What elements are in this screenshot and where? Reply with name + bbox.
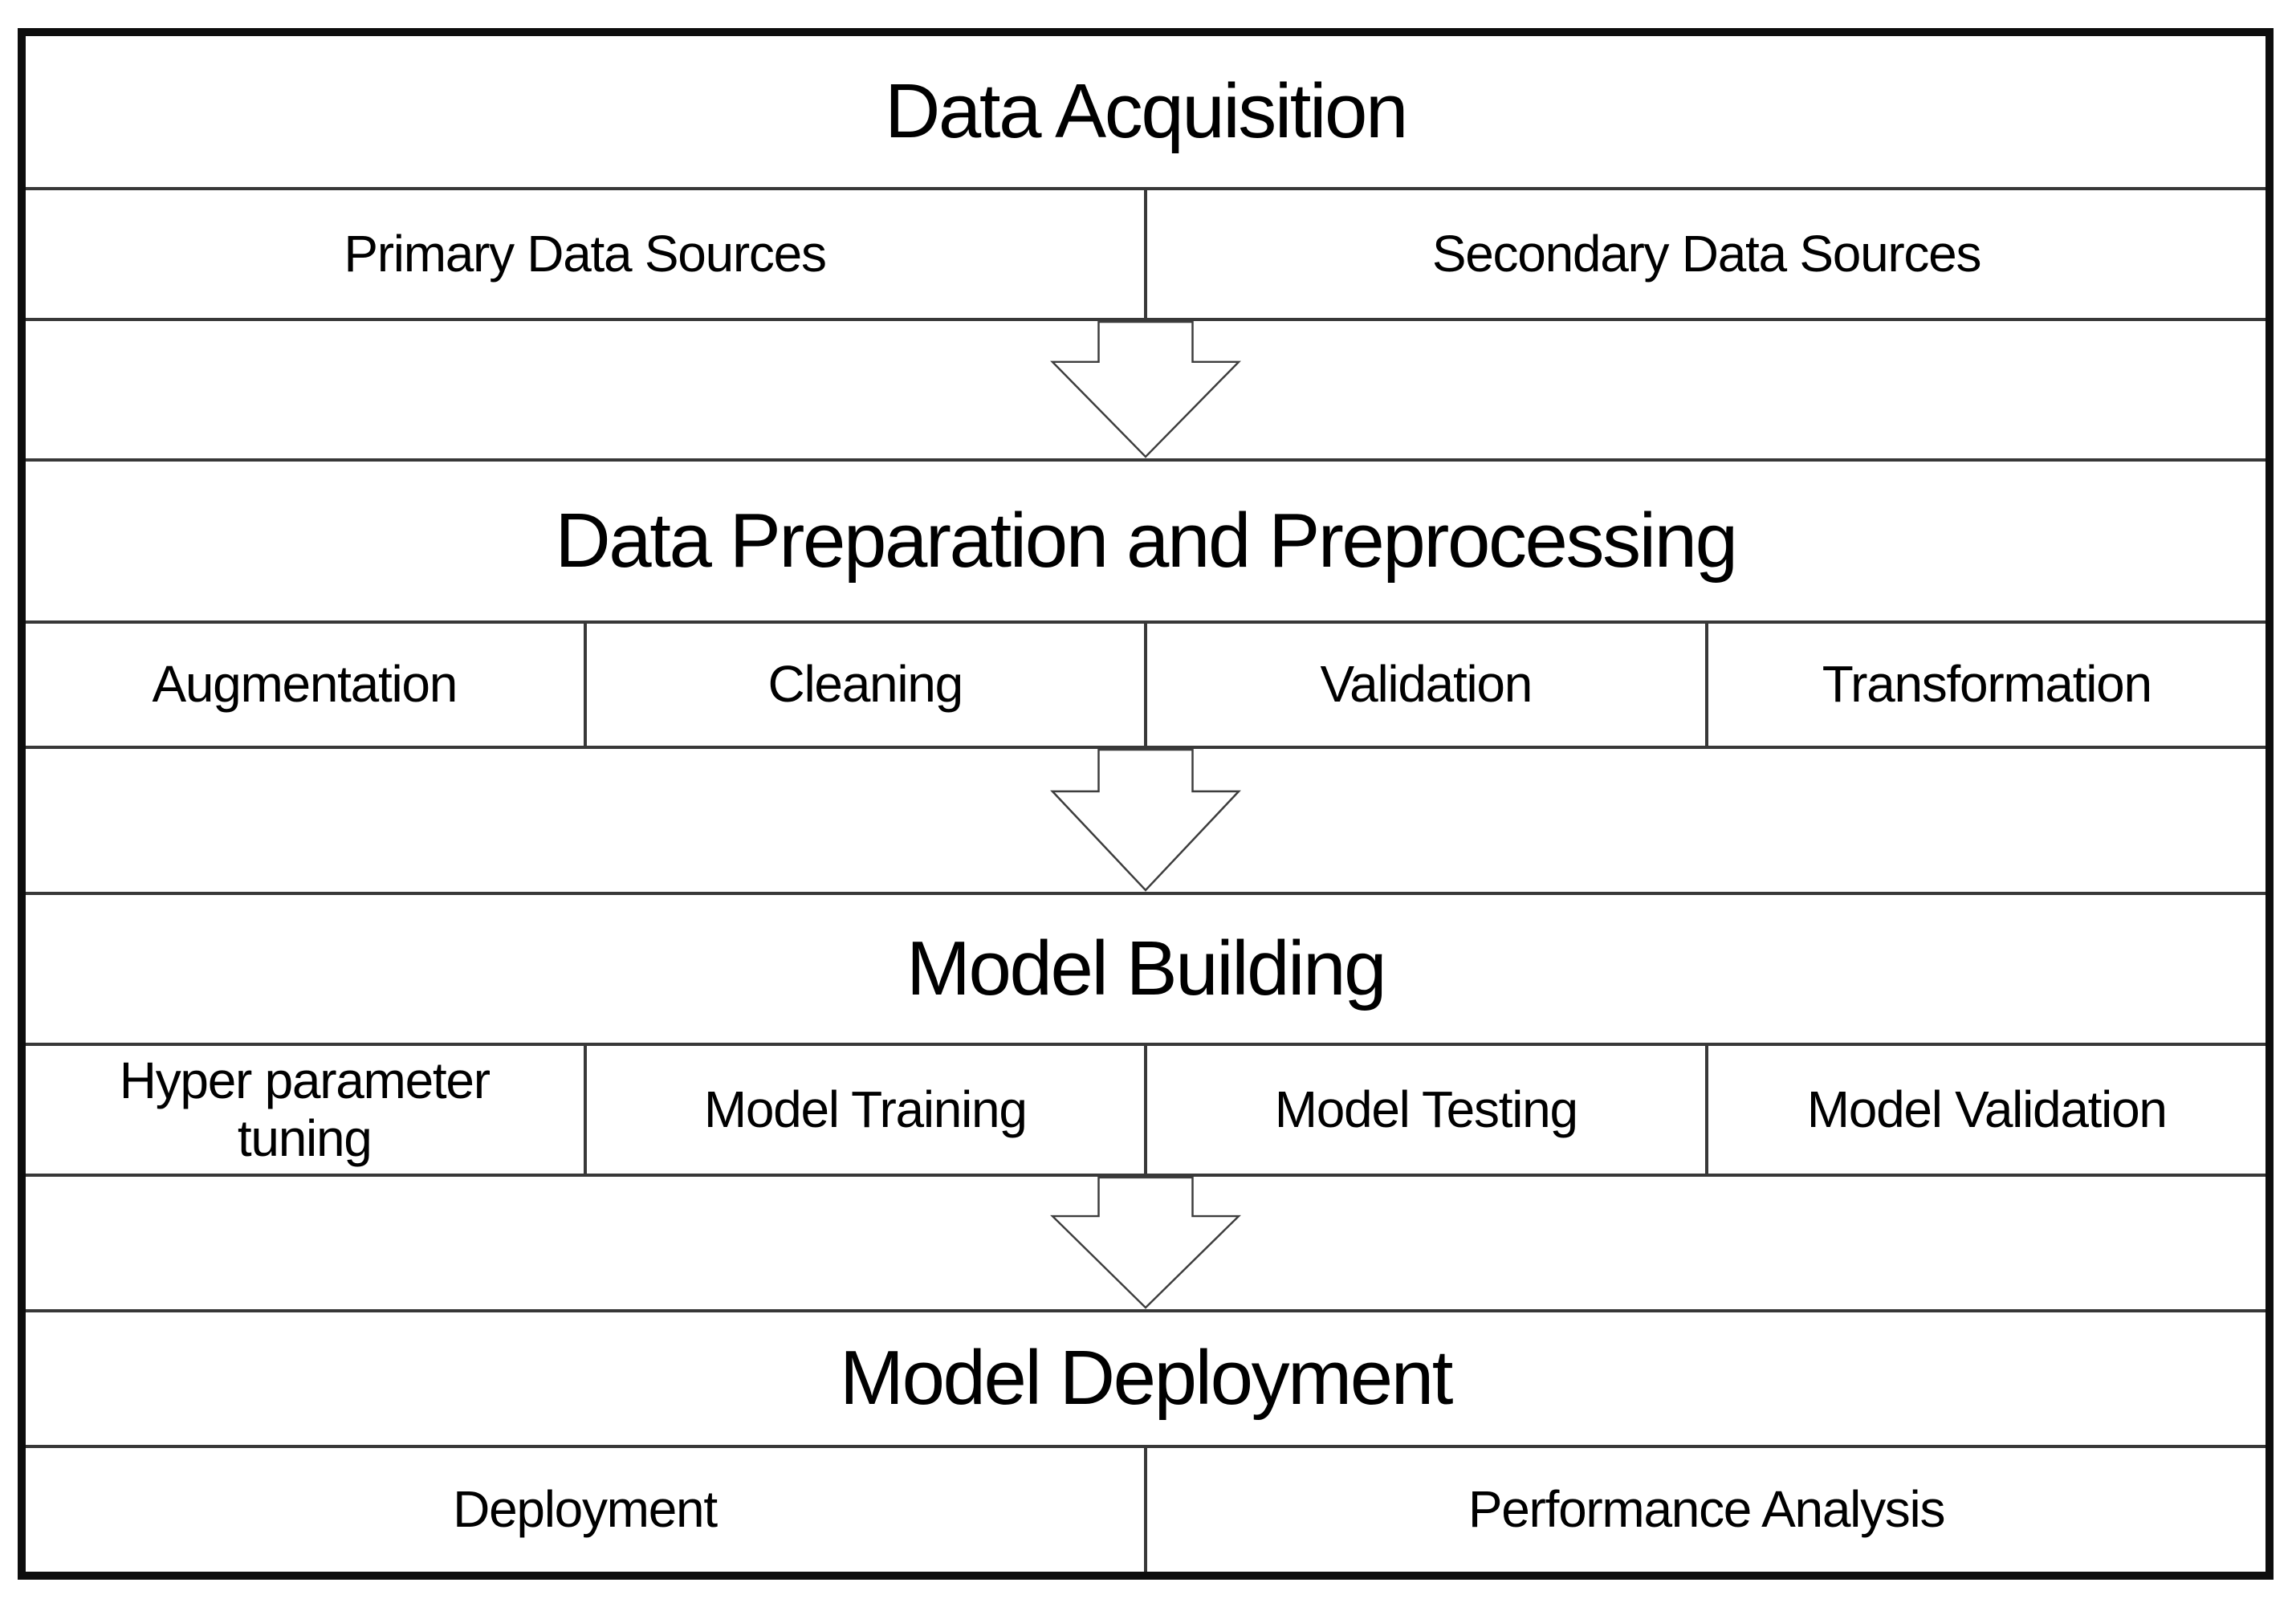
- section-data-acquisition-title-row: Data Acquisition: [26, 36, 2265, 190]
- cell-label-deployment: Deployment: [453, 1480, 718, 1539]
- down-arrow-icon: [1050, 321, 1241, 458]
- cell-label-model-training: Model Training: [703, 1080, 1028, 1138]
- model-deployment-items-row: Deployment Performance Analysis: [26, 1448, 2265, 1572]
- connector-row-3: [26, 1177, 2265, 1312]
- cell-hyper-parameter-tuning: Hyper parameter tuning: [26, 1046, 584, 1174]
- section-title-model-building: Model Building: [906, 925, 1387, 1011]
- cell-label-transformation: Transformation: [1822, 655, 2152, 714]
- cell-model-training: Model Training: [583, 1046, 1145, 1174]
- model-building-items-row: Hyper parameter tuning Model Training Mo…: [26, 1046, 2265, 1177]
- cell-label-primary-data-sources: Primary Data Sources: [344, 224, 827, 283]
- pipeline-diagram-frame: Data Acquisition Primary Data Sources Se…: [18, 28, 2274, 1580]
- section-data-preparation-title-row: Data Preparation and Preprocessing: [26, 462, 2265, 624]
- cell-label-model-validation: Model Validation: [1806, 1080, 2168, 1138]
- cell-deployment: Deployment: [26, 1448, 1144, 1572]
- cell-model-testing: Model Testing: [1144, 1046, 1705, 1174]
- down-arrow-icon: [1050, 749, 1241, 892]
- cell-label-cleaning: Cleaning: [767, 655, 964, 714]
- cell-cleaning: Cleaning: [583, 624, 1145, 746]
- cell-label-performance-analysis: Performance Analysis: [1468, 1480, 1946, 1539]
- cell-primary-data-sources: Primary Data Sources: [26, 190, 1144, 318]
- cell-label-validation: Validation: [1320, 655, 1533, 714]
- section-model-building-title-row: Model Building: [26, 895, 2265, 1046]
- cell-label-secondary-data-sources: Secondary Data Sources: [1431, 224, 1982, 283]
- cell-secondary-data-sources: Secondary Data Sources: [1144, 190, 2265, 318]
- section-title-model-deployment: Model Deployment: [840, 1335, 1453, 1422]
- data-acquisition-items-row: Primary Data Sources Secondary Data Sour…: [26, 190, 2265, 321]
- connector-row-2: [26, 749, 2265, 895]
- cell-model-validation: Model Validation: [1704, 1046, 2266, 1174]
- down-arrow-icon: [1050, 1177, 1241, 1309]
- section-model-deployment-title-row: Model Deployment: [26, 1312, 2265, 1448]
- cell-label-model-testing: Model Testing: [1274, 1080, 1578, 1138]
- connector-row-1: [26, 321, 2265, 462]
- cell-performance-analysis: Performance Analysis: [1144, 1448, 2265, 1572]
- cell-label-augmentation: Augmentation: [152, 655, 458, 714]
- section-title-data-acquisition: Data Acquisition: [884, 67, 1408, 154]
- cell-transformation: Transformation: [1704, 624, 2266, 746]
- cell-label-hyper-parameter-tuning: Hyper parameter tuning: [119, 1051, 491, 1167]
- cell-validation: Validation: [1144, 624, 1705, 746]
- cell-augmentation: Augmentation: [26, 624, 584, 746]
- section-title-data-preparation: Data Preparation and Preprocessing: [555, 497, 1738, 584]
- data-preparation-items-row: Augmentation Cleaning Validation Transfo…: [26, 624, 2265, 749]
